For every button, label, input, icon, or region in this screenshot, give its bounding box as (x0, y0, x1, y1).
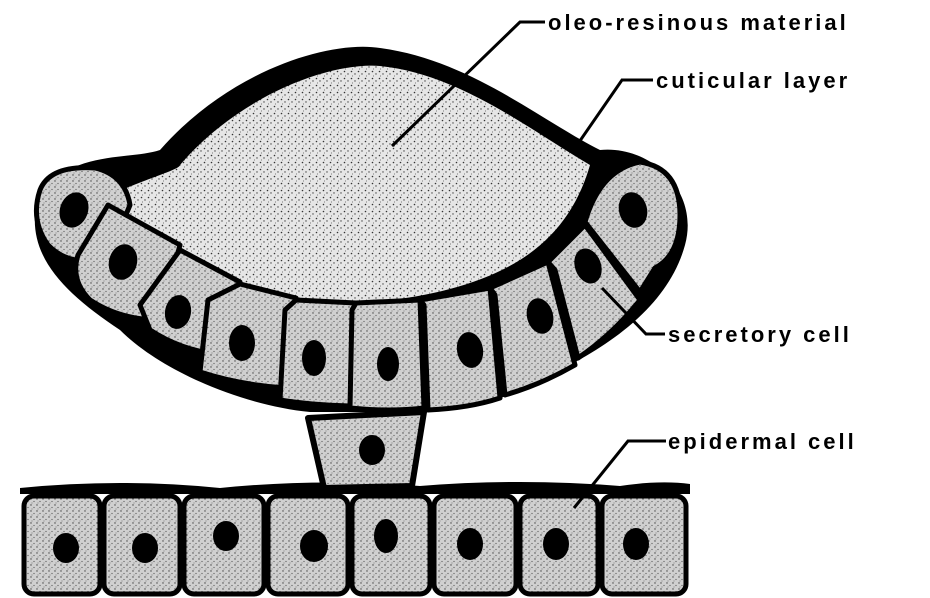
epidermal-cells (24, 496, 686, 594)
label-epidermal-cell: epidermal cell (668, 429, 857, 454)
nucleus (213, 521, 239, 551)
label-secretory-cell: secretory cell (668, 322, 852, 347)
nucleus (623, 528, 649, 560)
nucleus (300, 530, 328, 562)
label-oleo-resinous-material: oleo-resinous material (548, 10, 849, 35)
nucleus (132, 533, 158, 563)
nucleus (543, 528, 569, 560)
label-cuticular-layer: cuticular layer (656, 68, 850, 93)
leader-line-cuticular (575, 80, 653, 148)
stalk-cell (308, 412, 424, 488)
epidermal-layer (20, 482, 690, 594)
nucleus (53, 533, 79, 563)
nucleus (359, 435, 385, 465)
nucleus (457, 528, 483, 560)
nucleus (377, 347, 399, 381)
nucleus (229, 325, 255, 361)
nucleus (302, 340, 326, 376)
nucleus (374, 519, 398, 553)
